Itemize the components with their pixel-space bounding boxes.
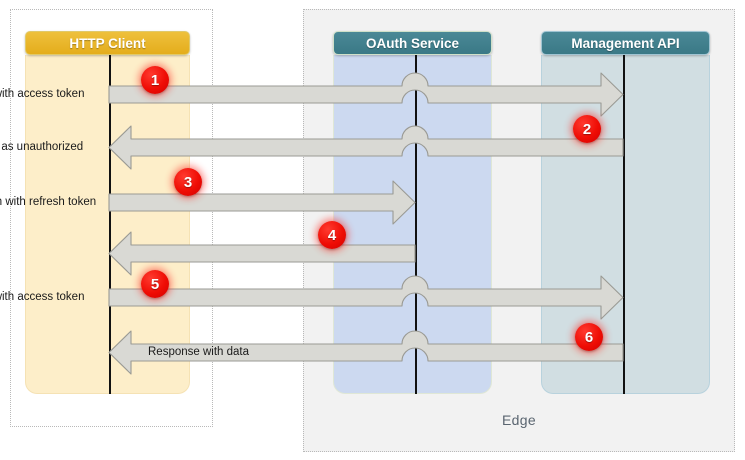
message-label-6: Response with data [148,346,250,358]
message-arrow-1 [107,70,625,117]
message-arrow-4 [107,229,417,276]
step-badge-2[interactable]: 2 [573,115,601,143]
step-badge-5[interactable]: 5 [141,270,169,298]
message-arrow-2 [107,123,625,170]
step-badge-3[interactable]: 3 [174,168,202,196]
lifeline-header-management-api[interactable]: Management API [541,31,710,55]
message-arrow-5 [107,273,625,320]
step-badge-4[interactable]: 4 [318,221,346,249]
step-badge-1[interactable]: 1 [141,66,169,94]
message-label-5: Send API request with access token [0,291,85,303]
message-arrow-6 [107,328,625,375]
message-label-1: Send API request with access token [0,88,85,100]
message-label-3: Request access token with refresh token [0,196,97,208]
lifeline-body-management-api [541,55,710,394]
lifeline-header-http-client[interactable]: HTTP Client [25,31,190,55]
message-label-2: Reject request as unauthorized [0,141,84,153]
message-arrow-3 [107,178,417,225]
lifeline-header-oauth-service[interactable]: OAuth Service [333,31,492,55]
lifeline-axis-http-client [109,55,111,394]
lifeline-axis-management-api [623,55,625,394]
lifeline-body-http-client [25,55,190,394]
lifeline-axis-oauth-service [415,55,417,394]
edge-region-label: Edge [502,412,536,428]
step-badge-6[interactable]: 6 [575,323,603,351]
